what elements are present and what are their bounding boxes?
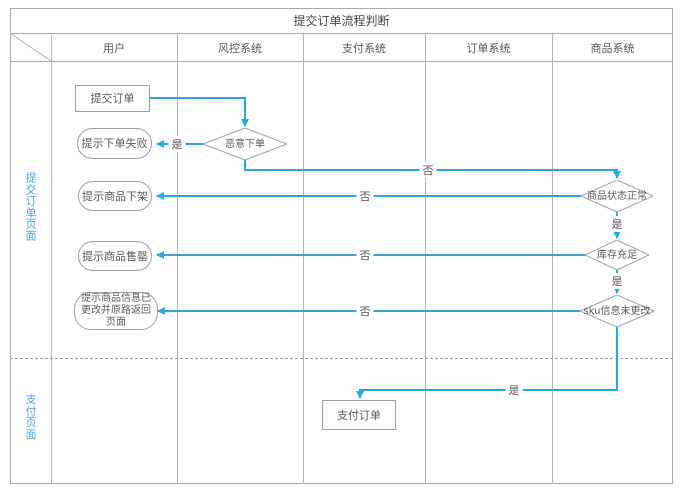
header-row-divider [10, 61, 673, 62]
lane-header-product-system: 商品系统 [552, 34, 673, 61]
node-malicious-order-decision: 恶意下单 [203, 128, 287, 160]
edge-label-no: 否 [356, 247, 374, 263]
lane-header-label: 用户 [103, 41, 125, 55]
node-label: 提交订单 [90, 92, 135, 105]
edge-label-no: 否 [419, 162, 437, 178]
lane-header-label: 风控系统 [218, 41, 262, 55]
node-label: 提示下单失败 [81, 137, 148, 150]
lane-divider-2 [303, 33, 304, 484]
node-order-fail-message: 提示下单失败 [77, 128, 152, 159]
node-label: 提示商品信息已更改并原路返回页面 [81, 293, 151, 328]
edge-label-yes: 是 [168, 136, 186, 152]
edge-label-yes: 是 [608, 273, 626, 289]
node-label: 提示商品下架 [82, 189, 148, 203]
node-product-offshelf-message: 提示商品下架 [78, 181, 152, 211]
node-sku-unchanged-decision: sku信息未更改 [580, 295, 654, 327]
node-label: 库存充足 [597, 249, 637, 261]
edge-label-yes: 是 [608, 216, 626, 232]
lane-header-label: 支付系统 [342, 41, 386, 55]
node-product-soldout-message: 提示商品售罄 [78, 241, 152, 271]
lane-header-risk-system: 风控系统 [177, 34, 303, 61]
lane-header-label: 订单系统 [466, 41, 511, 55]
node-stock-sufficient-decision: 库存充足 [585, 240, 649, 270]
edge-label-no: 否 [356, 188, 374, 204]
node-product-info-changed-message: 提示商品信息已更改并原路返回页面 [74, 292, 158, 330]
node-label: 提示商品售罄 [82, 249, 148, 263]
diamond-shape [581, 180, 653, 212]
section-divider [10, 358, 673, 359]
diamond-shape [203, 128, 287, 160]
lane-header-payment-system: 支付系统 [303, 34, 425, 61]
node-pay-order: 支付订单 [322, 400, 396, 430]
diamond-shape [580, 295, 654, 327]
corner-diagonal [10, 33, 51, 61]
title-row-divider [10, 33, 673, 34]
node-label: 恶意下单 [225, 138, 265, 150]
diamond-shape [585, 240, 649, 270]
node-label: sku信息未更改 [583, 305, 651, 317]
label-column-divider [51, 33, 52, 484]
section-label-payment-page: 支付页面 [25, 393, 37, 441]
node-label: 支付订单 [337, 408, 381, 422]
edge-label-yes: 是 [505, 382, 523, 398]
edge-label-no: 否 [356, 303, 374, 319]
lane-header-order-system: 订单系统 [425, 34, 552, 61]
lane-header-label: 商品系统 [590, 41, 635, 55]
diagram-frame [10, 8, 673, 484]
lane-divider-4 [552, 33, 553, 484]
lane-header-user: 用户 [51, 34, 177, 61]
node-submit-order: 提交订单 [75, 85, 150, 112]
section-label-submit-order-page: 提交订单页面 [25, 171, 37, 242]
node-label: 商品状态正常 [587, 190, 647, 202]
lane-divider-1 [177, 33, 178, 484]
page-title: 提交订单流程判断 [293, 14, 390, 28]
lane-divider-3 [425, 33, 426, 484]
node-product-status-decision: 商品状态正常 [581, 180, 653, 212]
